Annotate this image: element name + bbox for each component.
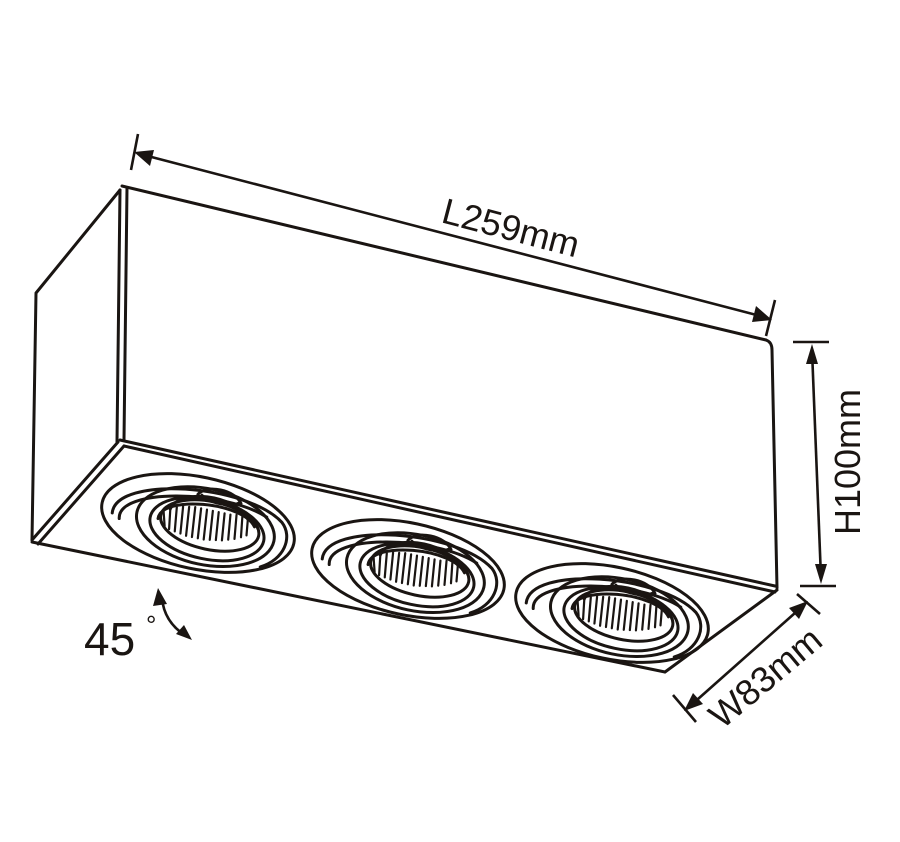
- tilt-arrow-down-icon: [176, 625, 192, 640]
- tilt-indicator: 45 °: [84, 588, 192, 665]
- lamp-2: [301, 502, 515, 636]
- length-label: L259mm: [438, 190, 584, 265]
- tilt-angle-value: 45: [84, 613, 135, 665]
- degree-symbol: °: [146, 610, 156, 640]
- width-label: W83mm: [701, 619, 830, 737]
- housing-box: [30, 184, 779, 674]
- tilt-arrow-up-icon: [153, 588, 167, 606]
- height-label: H100mm: [827, 389, 868, 535]
- length-dimension: L259mm: [129, 133, 777, 337]
- height-dimension: H100mm: [793, 340, 868, 588]
- lamp-1: [91, 456, 305, 590]
